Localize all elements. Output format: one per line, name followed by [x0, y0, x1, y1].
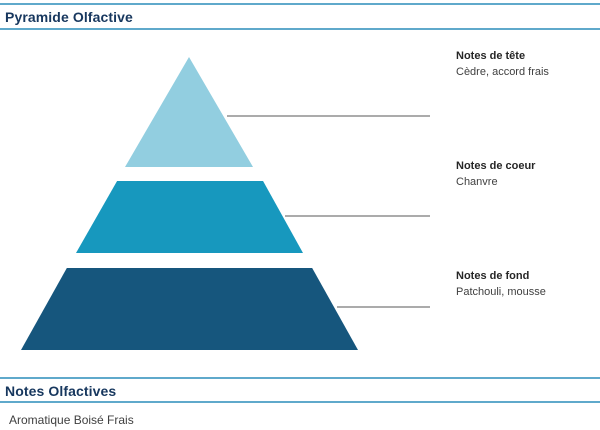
header-bottom-divider [0, 28, 600, 30]
connector-line-top [227, 115, 430, 117]
page-title: Pyramide Olfactive [5, 9, 133, 25]
pyramid-label-heart-notes: Chanvre [456, 176, 498, 188]
footer-section-title: Notes Olfactives [5, 383, 117, 399]
pyramid-label-top-title: Notes de tête [456, 50, 526, 62]
pyramid-label-base-notes: Patchouli, mousse [456, 286, 546, 298]
pyramid-level-base-shape [21, 268, 358, 350]
pyramid-label-base-title: Notes de fond [456, 270, 530, 282]
footer-bottom-divider [0, 401, 600, 403]
pyramid-label-base: Notes de fond Patchouli, mousse [456, 268, 596, 300]
connector-line-heart [285, 215, 430, 217]
pyramid-level-top-shape [125, 57, 253, 167]
pyramid-label-heart-title: Notes de coeur [456, 160, 536, 172]
olfactive-notes-value: Aromatique Boisé Frais [9, 413, 134, 427]
pyramid-level-heart-shape [76, 181, 303, 253]
header-top-divider [0, 3, 600, 5]
connector-line-base [337, 306, 430, 308]
pyramid-label-heart: Notes de coeur Chanvre [456, 158, 596, 190]
pyramid-label-top-notes: Cèdre, accord frais [456, 66, 549, 78]
footer-top-divider [0, 377, 600, 379]
pyramid-label-top: Notes de tête Cèdre, accord frais [456, 48, 596, 80]
